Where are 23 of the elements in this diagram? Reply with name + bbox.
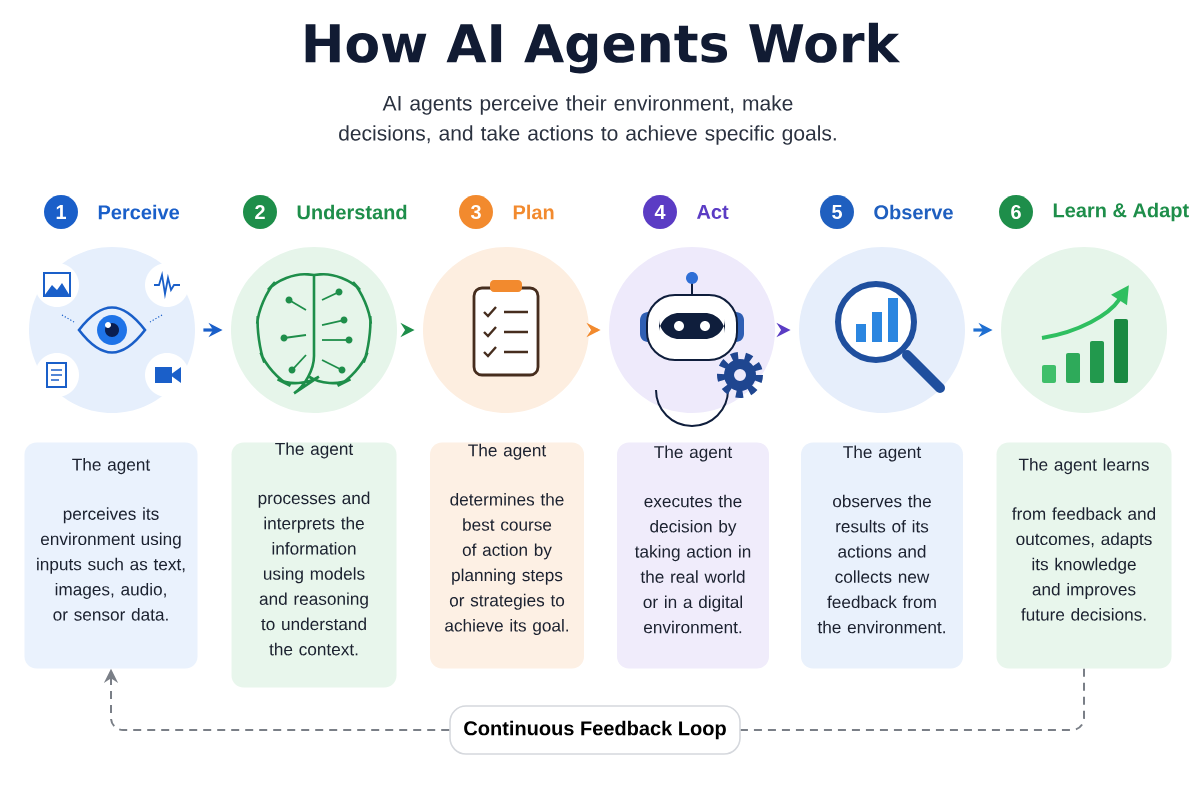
step-heading: Learn & Adapt bbox=[1053, 202, 1189, 222]
step-heading: Understand bbox=[297, 204, 407, 220]
step-heading: Observe bbox=[874, 204, 953, 220]
description-box: The agent executes the decision by taking action in the real world or in a digital environment. bbox=[617, 442, 769, 669]
number-badge: 5 bbox=[820, 195, 854, 229]
step-heading: Perceive bbox=[98, 204, 180, 220]
description-box: The agent observes the results of its actions and collects new feedback from the environment. bbox=[801, 442, 963, 669]
icon-circle bbox=[231, 247, 397, 413]
title: How AI Agents Work bbox=[305, 22, 901, 74]
step-heading: Plan bbox=[513, 204, 554, 220]
description-box: The agent determines the best course of action by planning steps or strategies to achieve its goal. bbox=[430, 442, 584, 669]
description-box: The agent processes and interprets the information using models and reasoning to understand the context. bbox=[231, 442, 397, 688]
description-box: The agent perceives its environment using inputs such as text, images, audio, or sensor data. bbox=[24, 442, 198, 669]
number-badge: 2 bbox=[243, 195, 277, 229]
number-badge: 4 bbox=[643, 195, 677, 229]
number-badge: 6 bbox=[999, 195, 1033, 229]
description-box: The agent learns from feedback and outcomes, adapts its knowledge and improves future decisions. bbox=[996, 442, 1172, 669]
number-badge: 1 bbox=[44, 195, 78, 229]
loop-label-box: Continuous Feedback Loop bbox=[449, 705, 741, 755]
number-badge: 3 bbox=[459, 195, 493, 229]
subtitle: AI agents perceive their environment, make decisions, and take actions to achieve specific goals. bbox=[339, 95, 836, 145]
connector-line bbox=[739, 667, 1085, 731]
step-heading: Act bbox=[696, 205, 729, 219]
